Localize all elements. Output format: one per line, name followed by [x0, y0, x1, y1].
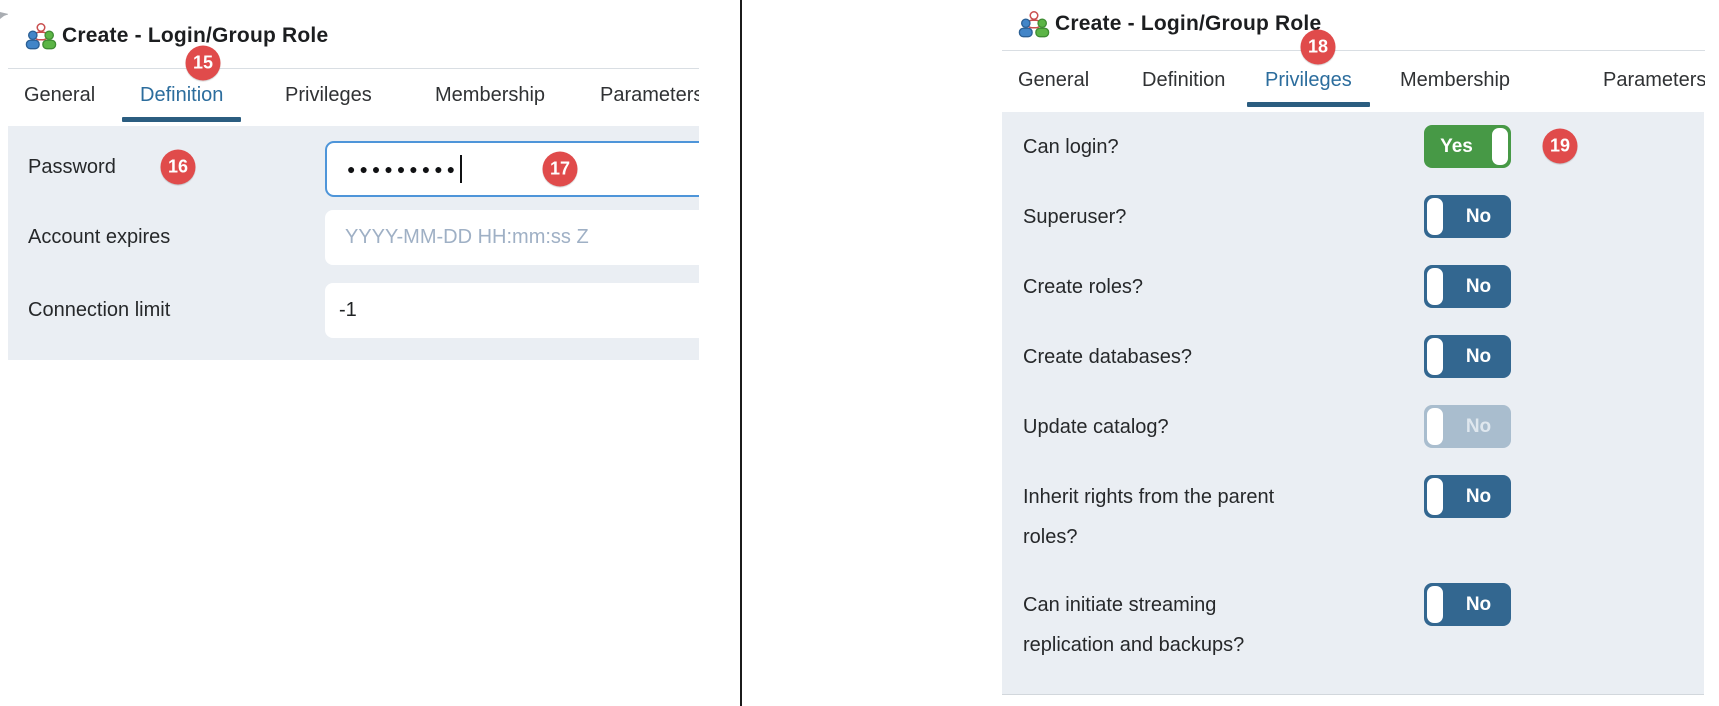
toggle-update-catalog: No	[1424, 405, 1511, 448]
title-separator	[8, 68, 699, 69]
toggle-superuser[interactable]: No	[1424, 195, 1511, 238]
toggle-knob	[1427, 408, 1443, 445]
toggle-value: No	[1465, 485, 1492, 507]
toggle-knob	[1427, 586, 1443, 623]
group-role-icon	[25, 23, 57, 50]
annotation-badge-19: 19	[1542, 128, 1578, 164]
tab-definition[interactable]: Definition	[121, 73, 242, 122]
privilege-label: Create roles?	[1023, 276, 1144, 298]
privilege-label: Can login?	[1023, 136, 1119, 158]
privilege-label: Inherit rights from the parent roles?	[1023, 486, 1275, 548]
privilege-row-create-databases: Create databases? No	[1023, 335, 1704, 378]
toggle-value: No	[1465, 593, 1492, 615]
privilege-label: Create databases?	[1023, 346, 1193, 368]
create-role-dialog-definition: Create - Login/Group Role General Definit…	[8, 8, 699, 368]
privilege-row-create-roles: Create roles? No	[1023, 265, 1704, 308]
privilege-label: Can initiate streaming replication and b…	[1023, 594, 1245, 656]
connection-limit-label: Connection limit	[28, 299, 171, 321]
privilege-row-can-login: Can login? Yes	[1023, 125, 1704, 168]
account-expires-placeholder: YYYY-MM-DD HH:mm:ss Z	[345, 226, 589, 248]
toggle-value: Yes	[1440, 135, 1473, 157]
privilege-row-update-catalog: Update catalog? No	[1023, 405, 1704, 448]
privilege-row-can-initiate-streaming-replication-and-backups: Can initiate streaming replication and b…	[1023, 583, 1704, 656]
dialog-title: Create - Login/Group Role	[25, 20, 328, 52]
privilege-row-superuser: Superuser? No	[1023, 195, 1704, 238]
toggle-can-login[interactable]: Yes	[1424, 125, 1511, 168]
toggle-knob	[1427, 338, 1443, 375]
tab-parameters[interactable]: Parameters	[600, 84, 699, 106]
panel-divider-line	[740, 0, 742, 706]
definition-form: Password ●●●●●●●●● Account expires YYYY-…	[8, 126, 699, 360]
tab-general[interactable]: General	[1018, 69, 1090, 91]
privilege-label: Update catalog?	[1023, 416, 1169, 438]
annotation-badge-16: 16	[160, 149, 196, 185]
create-role-dialog-privileges: Create - Login/Group Role General Definit…	[912, 0, 1705, 706]
privilege-label: Superuser?	[1023, 206, 1127, 228]
dialog-title: Create - Login/Group Role	[1018, 8, 1321, 40]
toggle-knob	[1427, 268, 1443, 305]
toggle-value: No	[1465, 415, 1492, 437]
toggle-can-initiate-streaming-replication-and-backups[interactable]: No	[1424, 583, 1511, 626]
tab-membership[interactable]: Membership	[1400, 69, 1511, 91]
title-separator	[1002, 50, 1705, 51]
tab-definition[interactable]: Definition	[1142, 69, 1226, 91]
toggle-knob	[1492, 128, 1508, 165]
password-input[interactable]: ●●●●●●●●●	[325, 141, 699, 197]
group-role-icon	[1018, 11, 1050, 38]
toggle-knob	[1427, 198, 1443, 235]
password-label: Password	[28, 156, 116, 178]
corner-artifact	[0, 12, 9, 19]
toggle-value: No	[1465, 205, 1492, 227]
tab-privileges[interactable]: Privileges	[285, 84, 372, 106]
toggle-create-databases[interactable]: No	[1424, 335, 1511, 378]
connection-limit-value: -1	[339, 299, 357, 321]
toggle-value: No	[1465, 275, 1492, 297]
annotation-badge-17: 17	[542, 151, 578, 187]
privilege-row-inherit-rights-from-the-parent-roles: Inherit rights from the parent roles? No	[1023, 475, 1704, 548]
tab-privileges[interactable]: Privileges	[1247, 58, 1370, 107]
dialog-tab-bar: General Definition Privileges Membership Par…	[912, 58, 1705, 107]
annotation-badge-15: 15	[185, 45, 221, 81]
tab-membership[interactable]: Membership	[435, 84, 546, 106]
tab-general[interactable]: General	[24, 84, 96, 106]
password-masked-value: ●●●●●●●●●	[347, 161, 460, 177]
connection-limit-input[interactable]: -1	[325, 283, 699, 338]
account-expires-label: Account expires	[28, 226, 171, 248]
toggle-create-roles[interactable]: No	[1424, 265, 1511, 308]
dialog-title-text: Create - Login/Group Role	[1055, 12, 1322, 35]
toggle-value: No	[1465, 345, 1492, 367]
dialog-title-text: Create - Login/Group Role	[62, 24, 329, 47]
dialog-tab-bar: General Definition Privileges Membership Par…	[8, 73, 699, 122]
toggle-knob	[1427, 478, 1443, 515]
tab-parameters[interactable]: Parameters	[1603, 69, 1705, 91]
account-expires-input[interactable]: YYYY-MM-DD HH:mm:ss Z	[325, 210, 699, 265]
annotation-badge-18: 18	[1300, 29, 1336, 65]
text-caret	[460, 155, 463, 183]
toggle-inherit-rights-from-the-parent-roles[interactable]: No	[1424, 475, 1511, 518]
